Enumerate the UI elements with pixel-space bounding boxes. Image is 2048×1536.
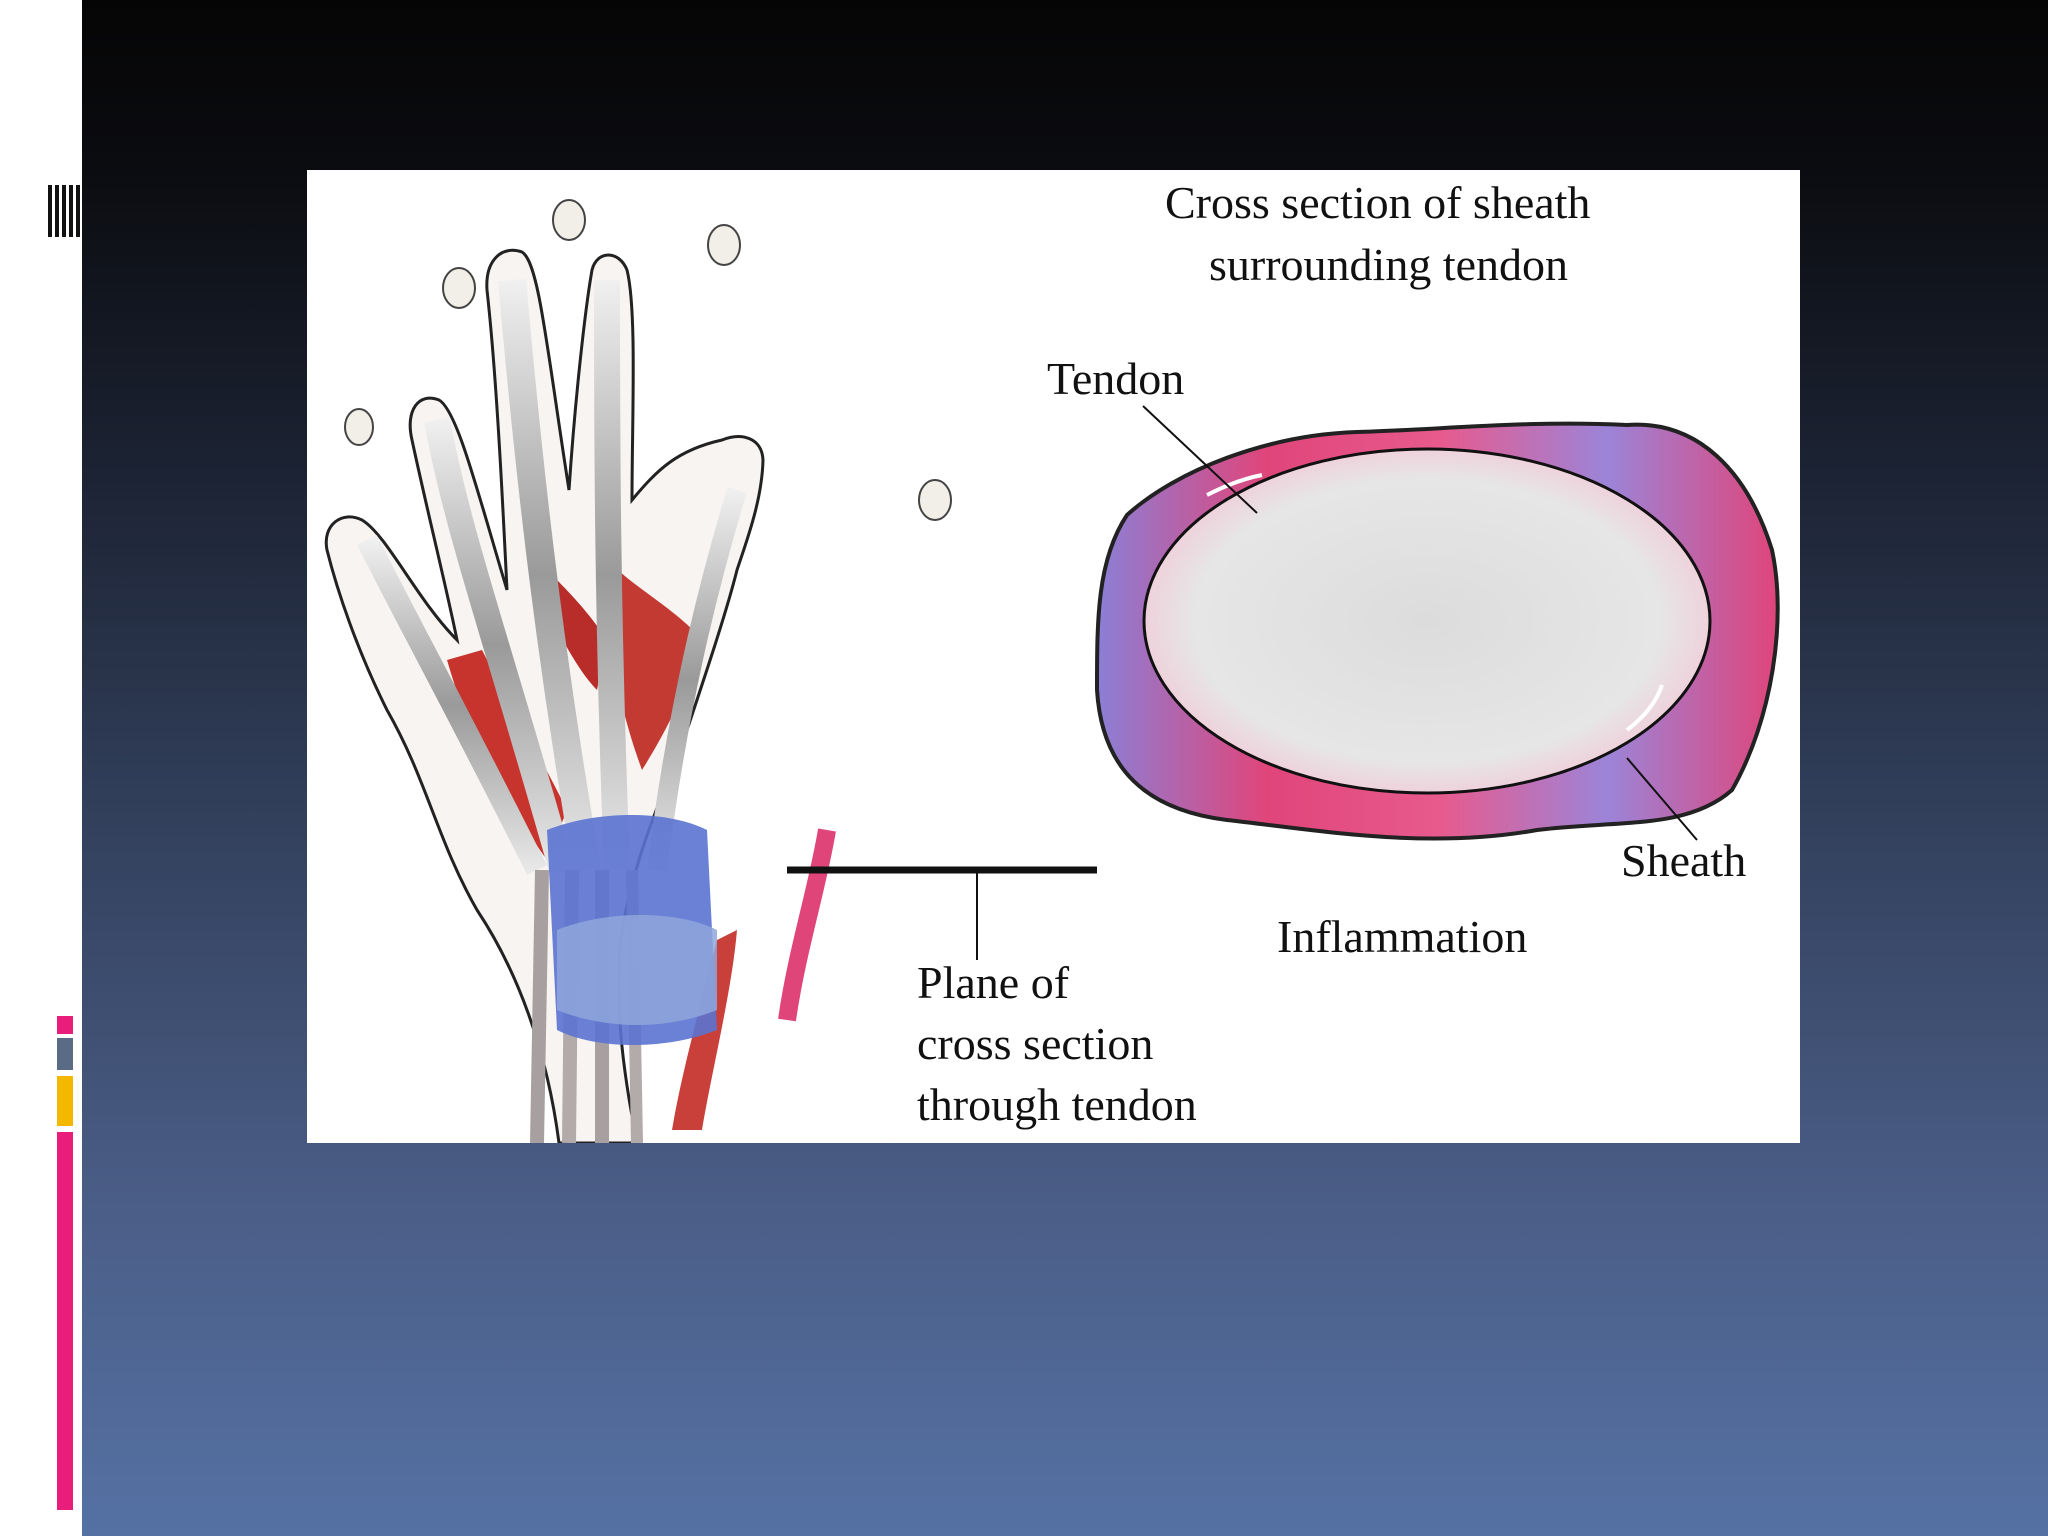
- tendon-leader-line: [1142, 405, 1258, 514]
- plane-label-line1: Plane of: [917, 957, 1070, 1008]
- accent-bar-pink-top: [57, 1016, 73, 1034]
- tendon-label: Tendon: [1047, 353, 1185, 404]
- plane-label-line2: cross section: [917, 1018, 1154, 1069]
- sheath-label: Sheath: [1621, 835, 1747, 886]
- plane-label-line3: through tendon: [917, 1079, 1197, 1130]
- accent-bar-pink: [57, 1132, 73, 1510]
- figure-artwork: [324, 199, 1780, 1143]
- sheath-leader-line: [1626, 757, 1698, 841]
- stripe-decoration: [48, 185, 80, 237]
- plane-pointer: [787, 866, 1097, 960]
- accent-bar-amber: [57, 1076, 73, 1126]
- sheath-cross-section: [1094, 421, 1780, 841]
- hand-illustration: [324, 199, 952, 1143]
- tendon-sheath-figure: Cross section of sheath surrounding tend…: [307, 170, 1800, 1143]
- inflammation-label: Inflammation: [1277, 911, 1528, 962]
- left-strip: [0, 0, 82, 1536]
- accent-bar-slate: [57, 1038, 73, 1070]
- diagram-title-line1: Cross section of sheath: [1165, 177, 1591, 228]
- diagram-title-line2: surrounding tendon: [1209, 239, 1569, 290]
